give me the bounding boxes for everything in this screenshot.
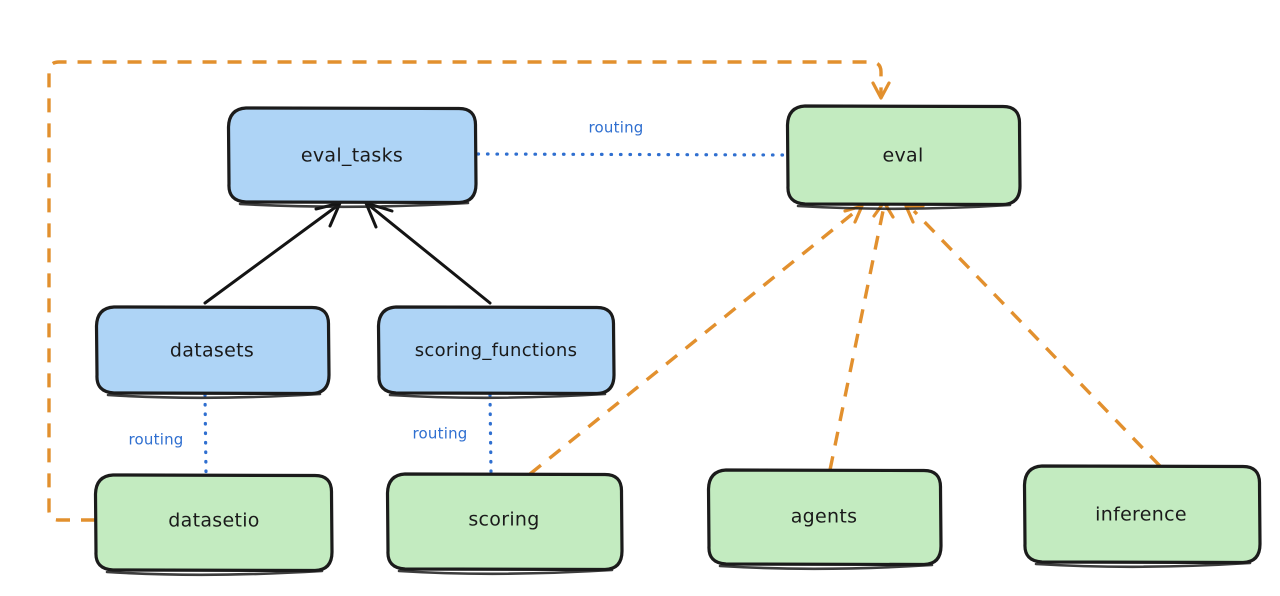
node-agents-label: agents xyxy=(791,506,858,528)
edge-datasets-to-datasetio[interactable] xyxy=(203,393,208,475)
composition-edges-group xyxy=(203,201,492,305)
node-scoring-functions-label: scoring_functions xyxy=(415,340,578,361)
node-eval-tasks-label: eval_tasks xyxy=(301,145,403,167)
node-agents[interactable]: agents xyxy=(706,468,943,571)
edge-label-routing-datasetio: routing xyxy=(129,431,184,449)
node-agents-box xyxy=(706,468,943,567)
node-datasets-box xyxy=(94,305,331,396)
dependency-edges-group xyxy=(47,60,1162,522)
node-eval-tasks-shadow xyxy=(238,201,470,209)
node-datasets-shadow xyxy=(106,392,322,400)
arrowhead-inference-eval xyxy=(904,204,925,224)
edge-datasetio-to-eval[interactable] xyxy=(47,60,891,522)
edge-label-routing-scoring: routing xyxy=(413,425,468,443)
edge-agents-to-eval[interactable] xyxy=(828,200,895,471)
node-datasets[interactable]: datasets xyxy=(94,305,331,400)
node-datasetio-shadow xyxy=(105,569,324,577)
node-scoring-functions-box xyxy=(376,305,616,396)
node-scoring-shadow xyxy=(397,568,614,576)
node-scoring-box xyxy=(385,472,624,572)
node-datasets-label: datasets xyxy=(170,340,254,362)
node-eval-box xyxy=(785,104,1022,207)
arrowhead-datasetio-eval xyxy=(871,81,891,100)
node-eval-tasks[interactable]: eval_tasks xyxy=(226,106,478,209)
edge-eval-tasks-to-eval[interactable] xyxy=(476,152,787,157)
edge-label-routing-eval: routing xyxy=(589,119,644,137)
edge-scoring-functions-to-scoring[interactable] xyxy=(488,393,493,474)
edge-path-agents-eval xyxy=(828,210,885,471)
node-scoring-functions[interactable]: scoring_functions xyxy=(376,305,616,400)
node-inference-box xyxy=(1022,464,1262,565)
edge-path-scoring-eval xyxy=(528,209,858,476)
node-scoring-functions-shadow xyxy=(388,392,607,400)
node-inference[interactable]: inference xyxy=(1022,464,1262,569)
node-scoring-label: scoring xyxy=(468,509,539,531)
node-agents-shadow xyxy=(718,563,934,571)
routing-edges-group xyxy=(203,152,787,475)
edge-path-datasetio-eval xyxy=(47,60,883,522)
edge-path-scoringfn-evaltasks xyxy=(368,204,492,305)
node-eval[interactable]: eval xyxy=(785,104,1022,211)
node-datasetio-box xyxy=(93,473,334,573)
node-inference-shadow xyxy=(1034,561,1252,569)
edge-path-inference-eval xyxy=(912,209,1162,468)
edge-scoring-functions-to-eval-tasks[interactable] xyxy=(364,201,492,305)
edge-datasets-to-eval-tasks[interactable] xyxy=(203,201,342,305)
node-datasetio-label: datasetio xyxy=(168,510,259,532)
node-eval-shadow xyxy=(796,203,1012,211)
edge-path-datasets-evaltasks xyxy=(203,204,339,305)
node-eval-tasks-box xyxy=(226,106,478,205)
node-inference-label: inference xyxy=(1095,504,1187,526)
edge-inference-to-eval[interactable] xyxy=(904,204,1162,468)
node-scoring[interactable]: scoring xyxy=(385,472,624,576)
edge-labels-group: routing routing routing xyxy=(129,119,644,449)
node-eval-label: eval xyxy=(882,145,923,167)
node-datasetio[interactable]: datasetio xyxy=(93,473,334,577)
